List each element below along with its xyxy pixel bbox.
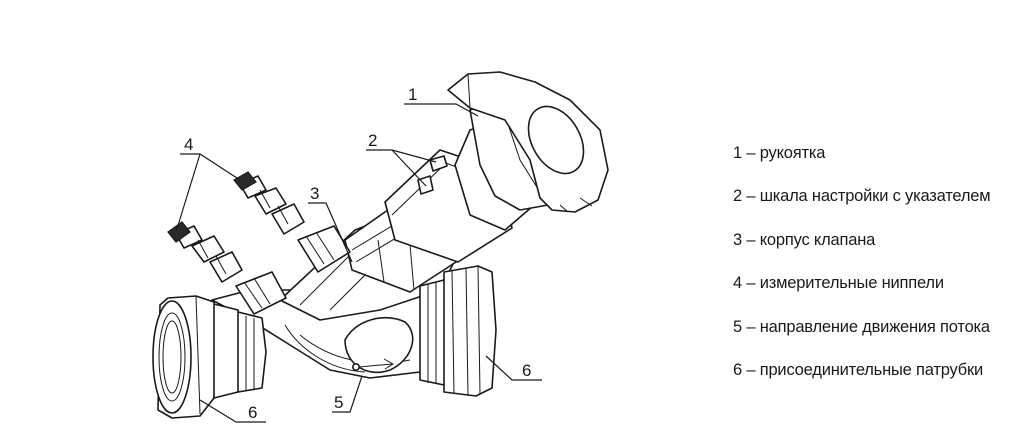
callout-1: 1 xyxy=(408,85,417,104)
callout-5: 5 xyxy=(334,393,343,412)
callout-6-left: 6 xyxy=(248,403,257,422)
legend-item-connectors: 6 – присоединительные патрубки xyxy=(733,360,984,379)
measuring-nipple-lower xyxy=(167,221,287,315)
legend-item-setting-scale: 2 – шкала настройки с указателем xyxy=(733,187,991,206)
flow-arrow xyxy=(351,358,394,371)
legend-item-handle: 1 – рукоятка xyxy=(733,144,826,162)
callout-leaders xyxy=(175,103,542,423)
callout-2: 2 xyxy=(368,131,377,150)
legend-item-flow-direction: 5 – направление движения потока xyxy=(733,317,990,336)
handle xyxy=(447,71,609,231)
callout-6-right: 6 xyxy=(522,361,531,380)
left-connector xyxy=(152,295,267,419)
callout-3: 3 xyxy=(310,184,319,203)
measuring-nipple-upper xyxy=(233,171,351,273)
legend: 1 – рукоятка 2 – шкала настройки с указа… xyxy=(733,139,991,399)
legend-item-valve-body: 3 – корпус клапана xyxy=(733,230,876,249)
legend-item-measuring-nipples: 4 – измерительные ниппели xyxy=(733,274,944,293)
callout-4: 4 xyxy=(184,135,193,154)
right-connector xyxy=(419,265,497,397)
